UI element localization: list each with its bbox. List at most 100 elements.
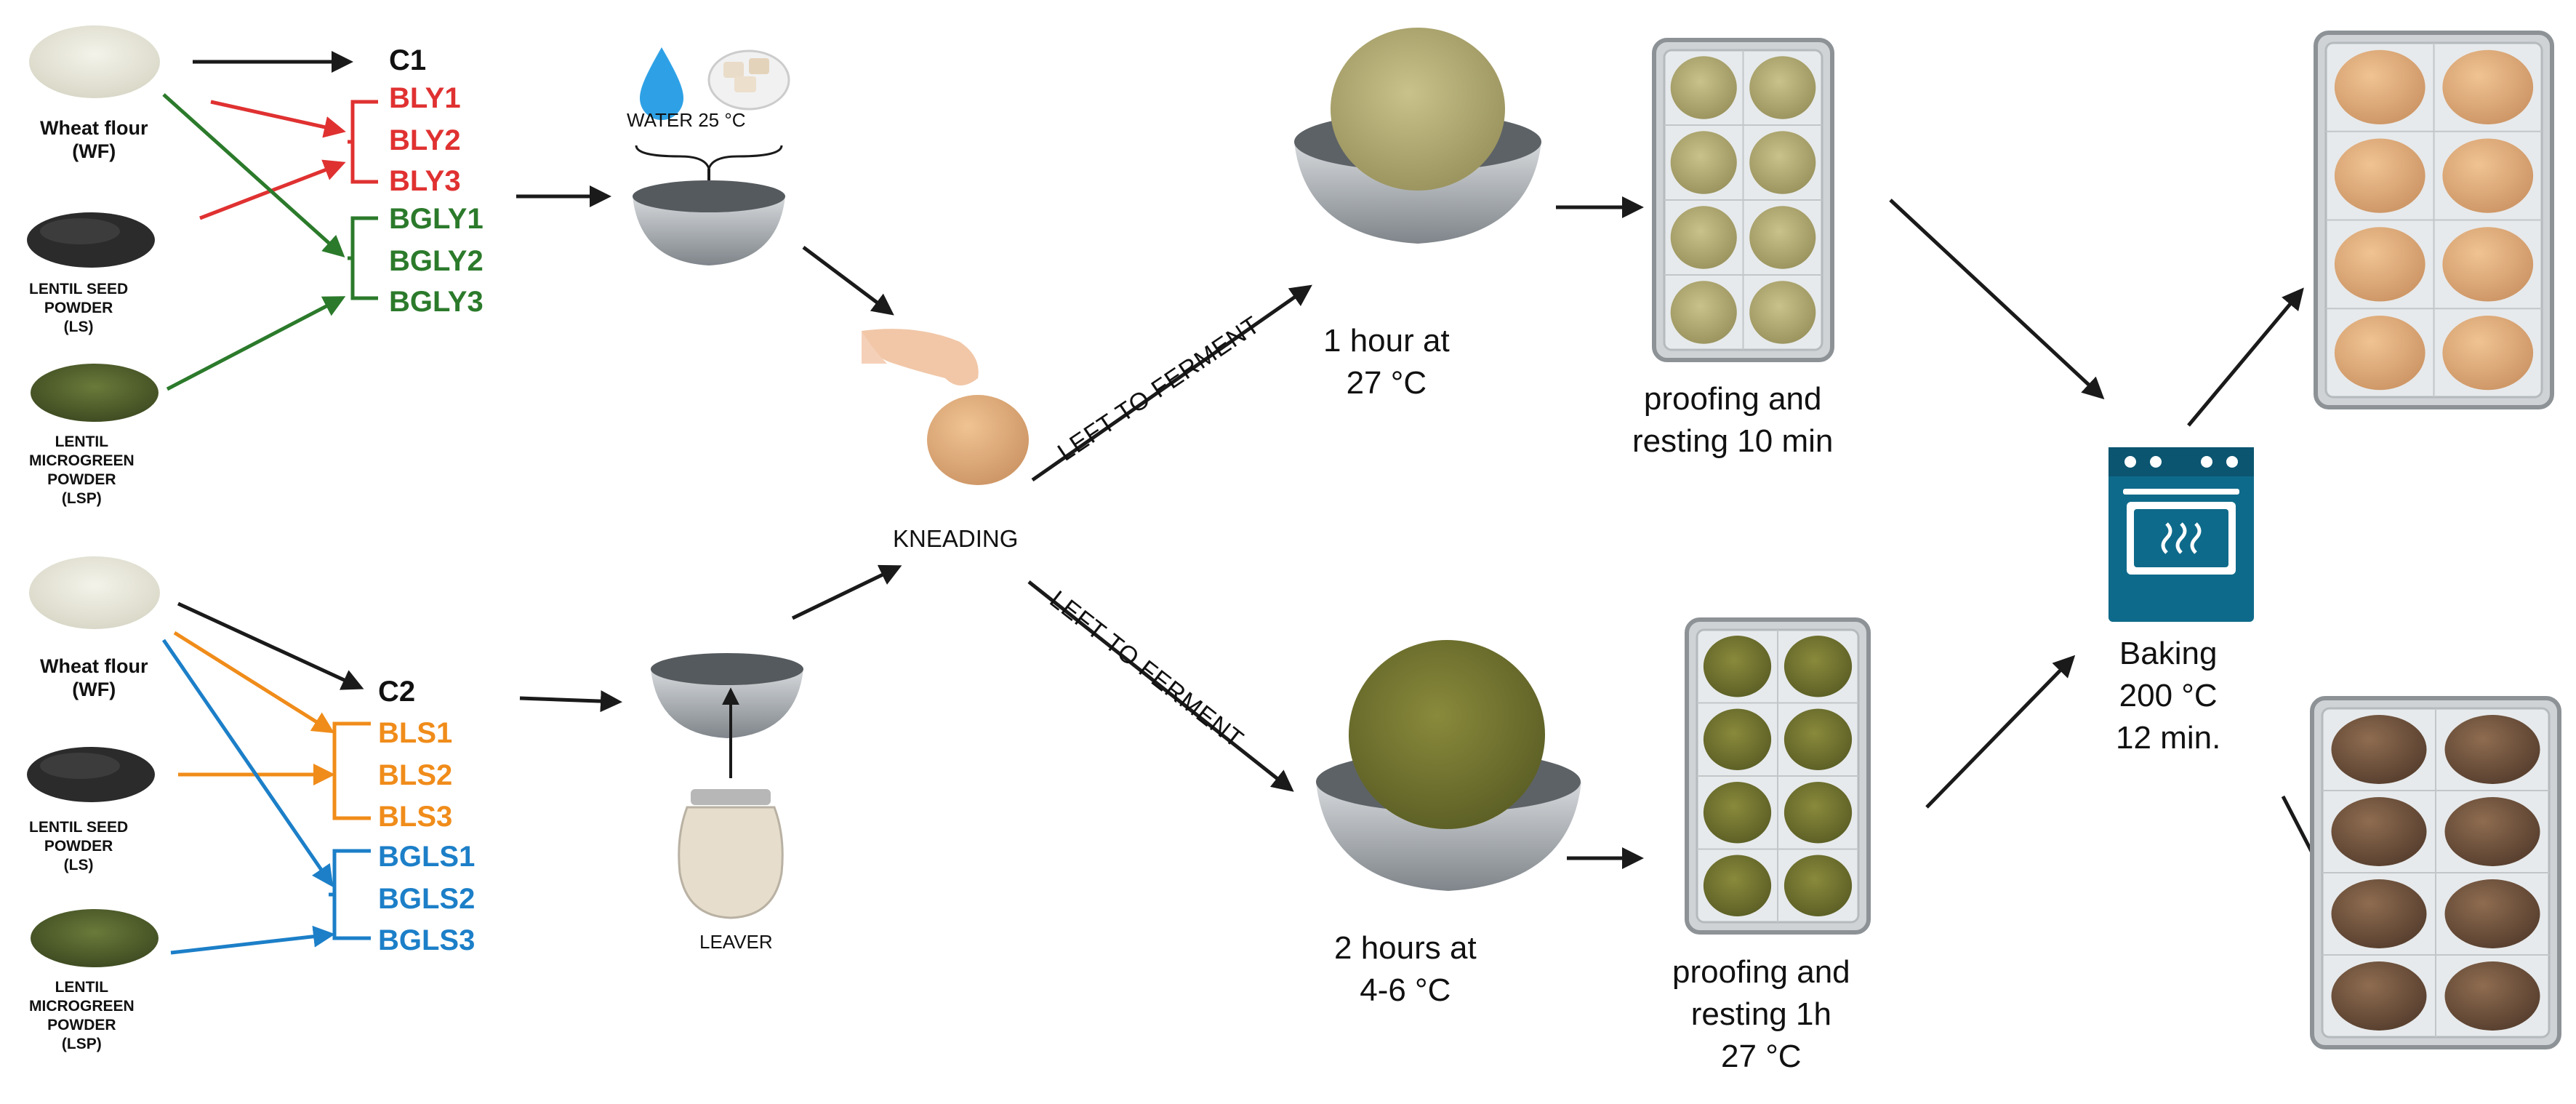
kneading-hand-icon <box>862 329 979 385</box>
code-bgly1: BGLY1 <box>389 203 483 235</box>
arrow-bowl-top-to-kneading <box>802 246 894 316</box>
code-bls3: BLS3 <box>378 801 453 833</box>
code-bly1: BLY1 <box>389 82 461 114</box>
proofing-dough-ball <box>1703 782 1772 844</box>
label-wheat-flour-top: Wheat flour (WF) <box>40 117 148 162</box>
arrow-codes-bottom-to-bowl <box>519 690 622 713</box>
label-lentil-microgreen-top: LENTIL MICROGREEN POWDER (LSP) <box>29 433 135 507</box>
proofing-dough-ball <box>1703 708 1772 770</box>
proofing-dough-ball <box>1670 131 1737 194</box>
arrow-ferment-top <box>1031 284 1312 482</box>
baked-bun <box>2442 49 2534 125</box>
blue-bracket <box>329 849 371 940</box>
oven-icon <box>2108 447 2254 622</box>
code-bgls2: BGLS2 <box>378 883 476 915</box>
proofing-dough-ball <box>1749 281 1816 344</box>
label-top-proofing: proofing and resting 10 min <box>1632 381 1834 459</box>
baked-bun <box>2331 961 2427 1031</box>
code-bgls1: BGLS1 <box>378 841 476 873</box>
code-bly3: BLY3 <box>389 165 461 197</box>
baked-bun <box>2442 315 2534 391</box>
proofing-dough-ball <box>1703 636 1772 697</box>
arrow-wf-red <box>210 100 346 138</box>
code-bgly2: BGLY2 <box>389 245 483 277</box>
arrow-bottom-tray-to-oven <box>1925 655 2076 809</box>
arrow-wf-blue <box>161 639 334 887</box>
proofing-dough-ball <box>1749 131 1816 194</box>
label-wheat-flour-bottom: Wheat flour (WF) <box>40 655 148 700</box>
red-bracket <box>348 100 378 184</box>
proofing-dough-ball <box>1783 708 1853 770</box>
label-bottom-ferment-time: 2 hours at 4-6 °C <box>1334 930 1477 1008</box>
arrow-oven-to-top-bread <box>2187 287 2304 427</box>
baked-bun <box>2334 315 2425 391</box>
proofing-dough-ball <box>1670 206 1737 269</box>
proofing-tray-bottom <box>1685 617 1871 935</box>
leaver-jar-icon <box>678 789 784 919</box>
lentil-seed-pile-bottom <box>27 747 155 802</box>
baked-bun <box>2444 715 2540 784</box>
arrow-wf-orange <box>173 631 335 734</box>
group-c2-label: C2 <box>378 676 416 708</box>
label-kneading: KNEADING <box>893 525 1019 552</box>
yeast-bowl-icon <box>707 49 790 111</box>
lentil-seed-pile-top <box>27 212 155 268</box>
arrow-wf-c2 <box>177 601 364 690</box>
fermenting-dough-top <box>1294 28 1541 244</box>
fermenting-dough-bottom <box>1316 640 1581 891</box>
arrow-wf-green <box>162 93 345 258</box>
baked-bun <box>2331 797 2427 866</box>
label-lentil-microgreen-bottom: LENTIL MICROGREEN POWDER (LSP) <box>29 979 135 1052</box>
orange-bracket <box>332 721 371 820</box>
proofing-dough-ball <box>1783 636 1853 697</box>
code-bls1: BLS1 <box>378 717 453 749</box>
code-bls2: BLS2 <box>378 759 453 791</box>
arrow-bowl-bottom-to-kneading <box>791 564 902 620</box>
arrow-top-tray-to-oven <box>1889 199 2105 400</box>
baked-bun <box>2334 227 2425 302</box>
arrow-lsp-blue <box>170 925 335 955</box>
label-bottom-proofing: proofing and resting 1h 27 °C <box>1672 954 1850 1074</box>
label-top-ferment-time: 1 hour at 27 °C <box>1323 323 1450 401</box>
baked-bun <box>2442 227 2534 302</box>
proofing-tray-top <box>1652 38 1834 362</box>
wheat-flour-pile-bottom <box>29 556 160 629</box>
baked-bun <box>2444 797 2540 866</box>
arrow-ferment-bottom <box>1027 580 1294 792</box>
proofing-dough-ball <box>1749 206 1816 269</box>
label-lentil-seed-bottom: LENTIL SEED POWDER (LS) <box>29 819 129 873</box>
baked-bread-tray-top <box>2314 31 2554 409</box>
green-bracket <box>348 216 378 300</box>
proofing-dough-ball <box>1703 855 1772 916</box>
proofing-dough-ball <box>1749 56 1816 119</box>
baked-bun <box>2331 879 2427 948</box>
baked-bun <box>2334 138 2425 213</box>
wheat-flour-pile-top <box>29 25 160 98</box>
kneaded-dough-ball <box>927 395 1029 485</box>
baked-bun <box>2444 961 2540 1031</box>
baked-bun <box>2444 879 2540 948</box>
proofing-dough-ball <box>1670 281 1737 344</box>
baked-bun <box>2334 49 2425 125</box>
mixing-bowl-bottom <box>651 653 803 738</box>
group-c1-label: C1 <box>389 44 427 76</box>
label-lentil-seed-top: LENTIL SEED POWDER (LS) <box>29 281 129 335</box>
lentil-microgreen-pile-top <box>31 364 159 422</box>
water-brace <box>635 145 783 173</box>
proofing-dough-ball <box>1783 855 1853 916</box>
arrow-lsp-green <box>166 296 346 391</box>
label-water: WATER 25 °C <box>627 109 746 131</box>
baked-bun <box>2442 138 2534 213</box>
proofing-dough-ball <box>1670 56 1737 119</box>
code-bgly3: BGLY3 <box>389 286 483 318</box>
mixing-bowl-top <box>633 180 785 265</box>
code-bgls3: BGLS3 <box>378 924 476 956</box>
label-leaver: LEAVER <box>699 931 773 953</box>
proofing-dough-ball <box>1783 782 1853 844</box>
baked-bread-tray-bottom <box>2310 696 2561 1049</box>
lentil-microgreen-pile-bottom <box>31 909 159 967</box>
water-drop-icon <box>640 47 683 120</box>
code-bly2: BLY2 <box>389 124 461 156</box>
